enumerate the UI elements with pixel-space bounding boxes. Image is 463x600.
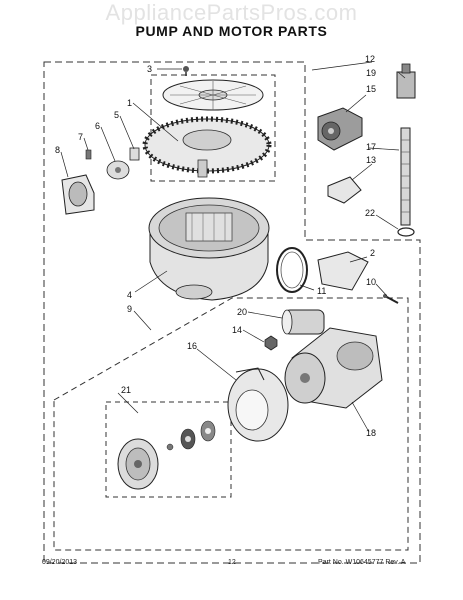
bracket-part-13 xyxy=(327,176,362,204)
screw-part-7 xyxy=(85,149,92,160)
callout-19: 19 xyxy=(366,68,376,78)
clip-part-5 xyxy=(129,147,140,161)
callout-18: 18 xyxy=(366,428,376,438)
callout-14: 14 xyxy=(232,325,242,335)
callout-8: 8 xyxy=(55,145,60,155)
callout-22: 22 xyxy=(365,208,375,218)
volute-part-16 xyxy=(227,367,289,442)
callout-16: 16 xyxy=(187,341,197,351)
callout-21: 21 xyxy=(121,385,131,395)
screw-part-3 xyxy=(183,66,189,76)
part-8 xyxy=(61,174,95,215)
clamp-part-22 xyxy=(397,227,415,237)
callout-12: 12 xyxy=(365,54,375,64)
callout-9: 9 xyxy=(127,304,132,314)
nut-part-14 xyxy=(264,335,278,351)
screw-part-10 xyxy=(383,294,399,304)
capacitor-part-20 xyxy=(281,309,325,335)
callout-11: 11 xyxy=(317,286,326,296)
callout-20: 20 xyxy=(237,307,247,317)
leader-lines xyxy=(60,61,406,433)
callout-13: 13 xyxy=(366,155,376,165)
footer-page-number: 12 xyxy=(228,559,236,566)
callout-10: 10 xyxy=(366,277,376,287)
hose-part-17 xyxy=(400,127,411,226)
assembly-boundary xyxy=(43,61,421,564)
sump-housing-part-4 xyxy=(148,197,270,301)
callout-17: 17 xyxy=(366,142,376,152)
pump-part-15 xyxy=(317,107,363,151)
callout-1: 1 xyxy=(127,98,132,108)
spray-arm-group-box xyxy=(150,74,276,182)
callout-2: 2 xyxy=(370,248,375,258)
ring-part-11 xyxy=(276,247,308,293)
callout-3: 3 xyxy=(147,64,152,74)
page-title: PUMP AND MOTOR PARTS xyxy=(135,23,328,39)
motor-part-18 xyxy=(284,327,383,409)
callout-7: 7 xyxy=(78,132,83,142)
footer-date: 09/20/2013 xyxy=(42,559,78,566)
callout-15: 15 xyxy=(366,84,376,94)
watermark: AppliancePartsPros.com xyxy=(105,0,358,25)
callout-5: 5 xyxy=(114,110,119,120)
footer-part-number: Part No. W10645777 Rev. A xyxy=(318,559,406,566)
toothed-disk-part-1 xyxy=(142,116,272,178)
callout-4: 4 xyxy=(127,290,132,300)
impeller-part-21 xyxy=(117,420,216,490)
impeller-group-box xyxy=(105,401,232,498)
part-6 xyxy=(106,160,130,180)
callout-6: 6 xyxy=(95,121,100,131)
part-19 xyxy=(396,63,416,99)
filter-cover-part xyxy=(162,79,264,111)
bracket-part-2 xyxy=(317,251,369,291)
pump-motor-group-box xyxy=(53,297,409,551)
